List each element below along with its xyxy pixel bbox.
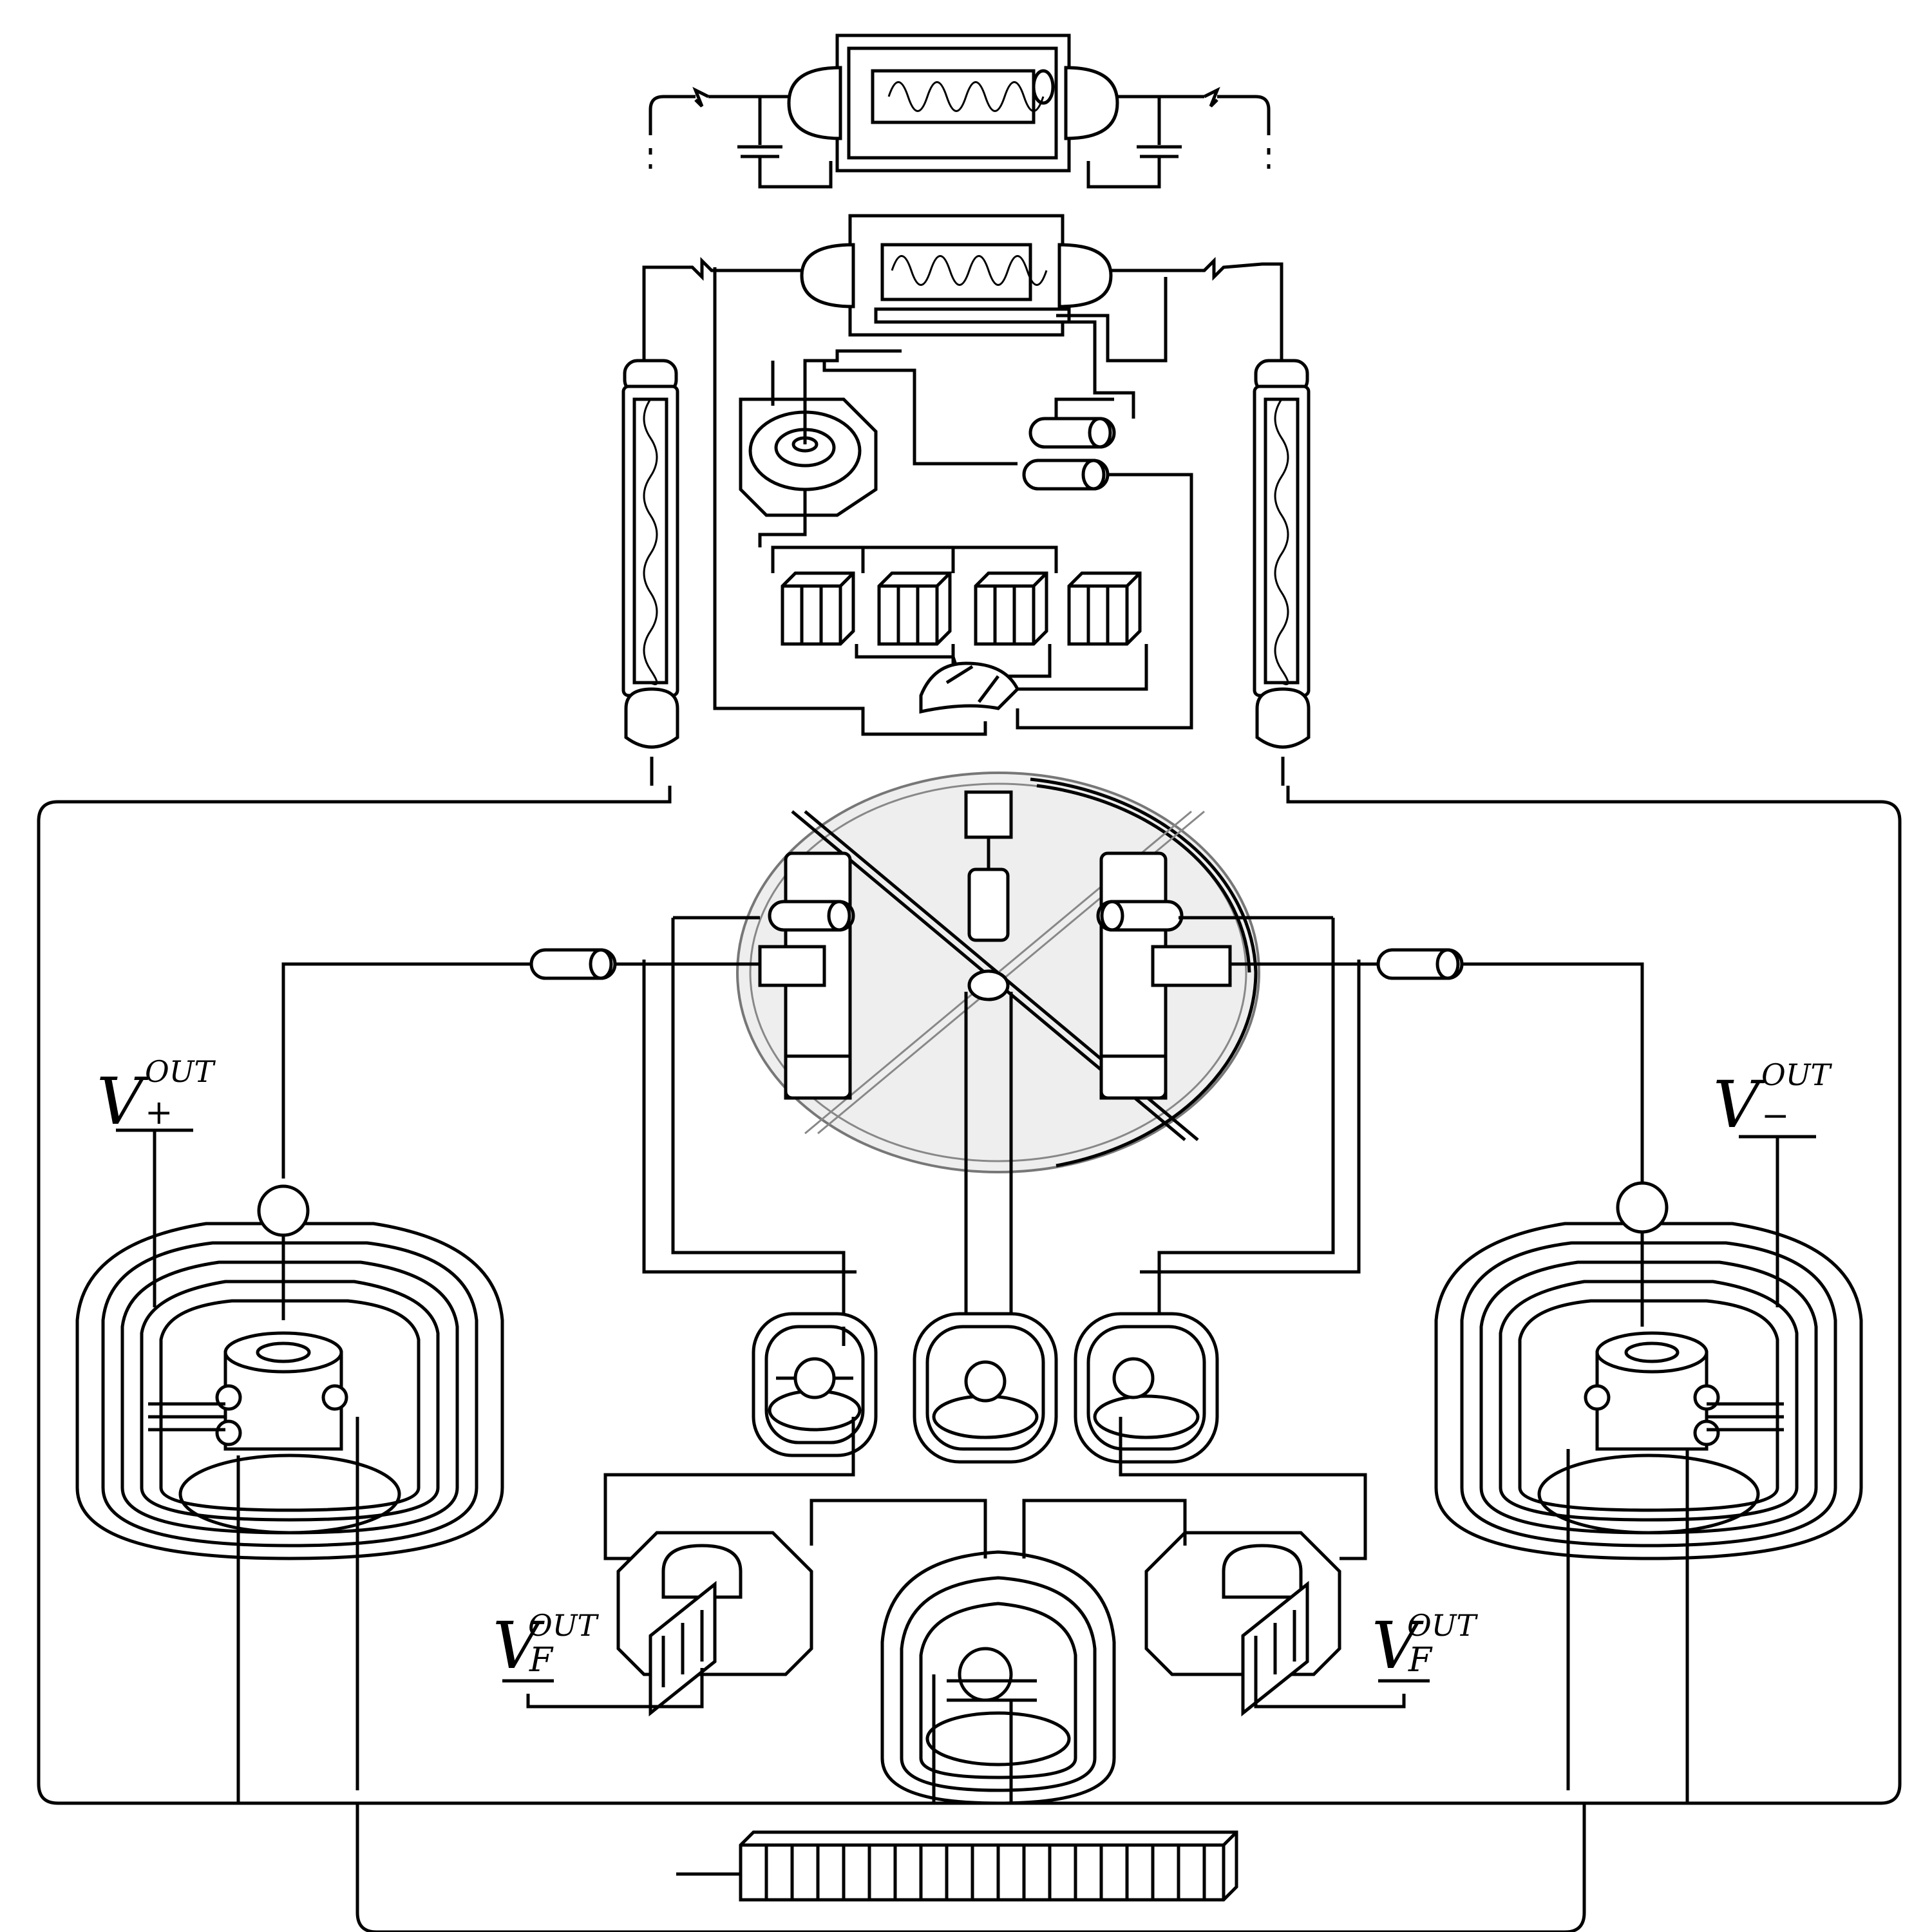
left-tube <box>621 359 679 786</box>
label-v-plus-out: V OUT + <box>97 1054 216 1139</box>
label-v-plus-sup: OUT <box>145 1054 216 1089</box>
right-large-coil <box>1434 1135 1863 1803</box>
label-v-f-left-sup: OUT <box>528 1608 599 1643</box>
label-v-f-right-sub: F <box>1408 1641 1433 1680</box>
bottom-center-coil <box>810 1499 1187 1805</box>
lower-left-transformer <box>526 1531 813 1717</box>
label-v-minus-sub: − <box>1761 1097 1790 1135</box>
central-disc <box>736 772 1260 1173</box>
label-v-minus-out: V OUT − <box>1713 1057 1832 1142</box>
label-v-f-right-main: V <box>1372 1608 1424 1683</box>
capacitor-bank-small <box>771 545 1148 691</box>
center-wiring <box>281 916 1644 1340</box>
label-v-f-right-sup: OUT <box>1407 1608 1478 1643</box>
label-v-f-right: V OUT F <box>1372 1608 1478 1683</box>
top-coil-unit-2 <box>642 214 1283 736</box>
label-v-f-left-sub: F <box>529 1641 554 1680</box>
small-sensors-row <box>603 1312 1367 1560</box>
label-v-f-left: V OUT F <box>493 1608 599 1683</box>
lower-right-transformer <box>1144 1531 1406 1717</box>
bottom-capacitor-bank <box>676 1830 1238 1902</box>
label-v-plus-main: V <box>97 1064 149 1139</box>
label-v-minus-sup: OUT <box>1761 1057 1832 1092</box>
top-coil-unit-1 <box>649 33 1271 189</box>
right-tube <box>1253 359 1311 786</box>
outer-wiring-loop <box>37 786 1902 1932</box>
label-v-f-left-main: V <box>493 1608 545 1683</box>
upper-control-section <box>739 349 1193 730</box>
label-v-minus-main: V <box>1713 1067 1765 1142</box>
left-large-coil <box>75 1128 504 1803</box>
label-v-plus-sub: + <box>145 1094 173 1132</box>
